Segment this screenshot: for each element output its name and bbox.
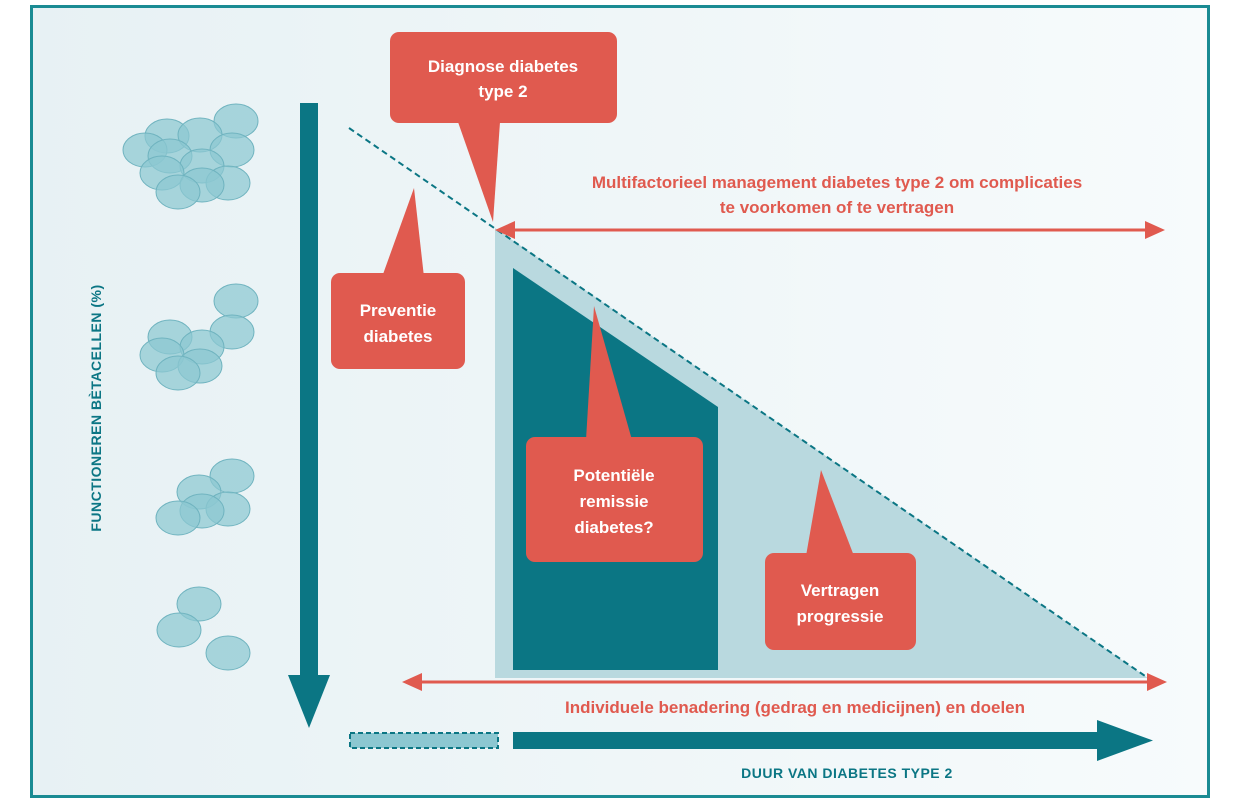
callout-preventie-line-1: Preventie (360, 301, 437, 320)
callout-vertragen-line-2: progressie (797, 607, 884, 626)
callout-diagnose-line-1: Diagnose diabetes (428, 57, 578, 76)
management-text-line-2: te voorkomen of te vertragen (720, 198, 954, 217)
callout-diagnose-line-2: type 2 (478, 82, 527, 101)
y-axis-label: FUNCTIONEREN BÈTACELLEN (%) (88, 284, 104, 531)
diagram-frame (30, 5, 1210, 798)
beta-cell-cluster-full (122, 103, 259, 210)
management-text-line-1: Multifactorieel management diabetes type… (592, 173, 1082, 192)
callout-remissie-line-3: diabetes? (574, 518, 653, 537)
callout-remissie-line-1: Potentiële (573, 466, 654, 485)
individual-approach-text: Individuele benadering (gedrag en medici… (565, 698, 1025, 717)
duration-arrow (349, 720, 1153, 761)
callout-preventie: Preventie diabetes (331, 188, 465, 369)
callout-diagnose: Diagnose diabetes type 2 (390, 32, 617, 222)
beta-cell-function-line (348, 127, 1149, 679)
callout-vertragen-line-1: Vertragen (801, 581, 879, 600)
beta-cell-decline-arrow (288, 103, 330, 728)
x-axis-label: DUUR VAN DIABETES TYPE 2 (741, 765, 953, 781)
individual-approach-arrow (402, 673, 1167, 691)
beta-cell-cluster-minimal (156, 586, 251, 671)
callout-remissie-line-2: remissie (580, 492, 649, 511)
management-arrow (495, 221, 1165, 239)
beta-cell-cluster-low (155, 458, 255, 536)
callout-vertragen: Vertragen progressie (765, 470, 916, 650)
callout-remissie: Potentiële remissie diabetes? (526, 306, 703, 562)
callout-preventie-line-2: diabetes (364, 327, 433, 346)
beta-cell-cluster-reduced (139, 283, 259, 391)
